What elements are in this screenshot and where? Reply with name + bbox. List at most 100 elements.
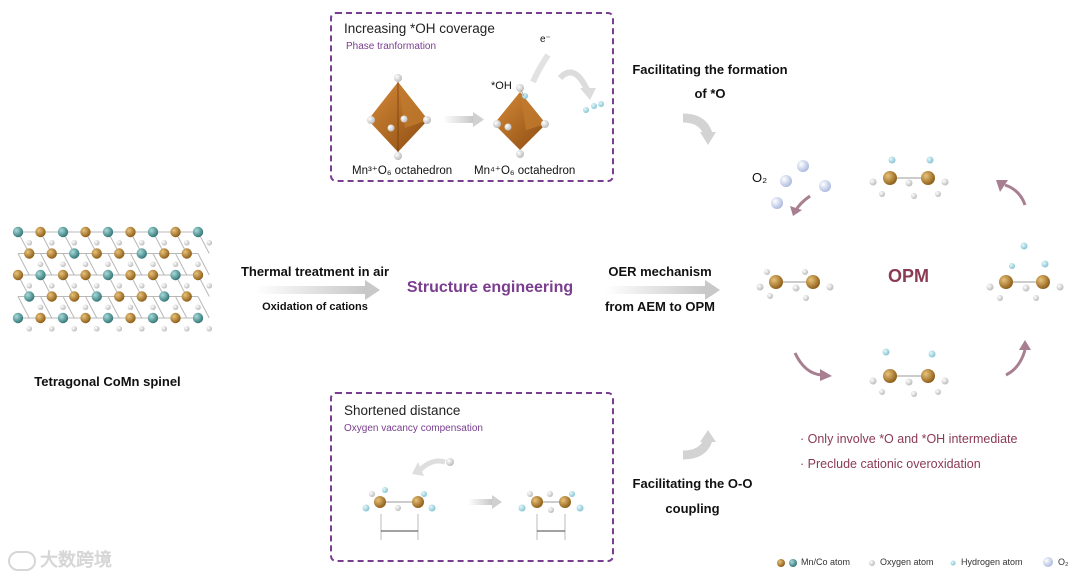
oxygen-atom xyxy=(60,304,66,311)
opm-label: OPM xyxy=(888,266,930,286)
oxygen-atom xyxy=(93,325,100,332)
mn-atom xyxy=(192,269,204,281)
co-atom xyxy=(159,291,170,302)
mn-atom xyxy=(114,248,125,259)
mn-atom xyxy=(46,248,57,259)
oer-mechanism-line2: from AEM to OPM xyxy=(604,299,715,314)
co-atom xyxy=(192,226,204,238)
bottom-box-subtitle: Oxygen vacancy compensation xyxy=(344,423,483,434)
top-box-title: Increasing *OH coverage xyxy=(344,21,495,36)
oer-mechanism-line1: OER mechanism xyxy=(608,264,712,279)
mn-atom xyxy=(35,226,46,238)
phase-arrow xyxy=(443,112,484,127)
electron-curl-arrow xyxy=(557,69,591,94)
oxygen-atom xyxy=(161,325,168,332)
oxygen-atom xyxy=(150,304,156,311)
mn-atom xyxy=(35,312,46,324)
up-curved-arrow xyxy=(682,438,713,460)
oxygen-atom xyxy=(26,239,33,246)
oxygen-atom xyxy=(116,282,123,289)
oxygen-atom xyxy=(127,261,134,268)
oxygen-atom xyxy=(195,261,201,268)
mn-atom xyxy=(147,269,159,281)
mn-atom xyxy=(46,291,57,302)
mn-atom xyxy=(125,226,136,238)
mn-atom xyxy=(125,269,136,281)
bottom-box-title: Shortened distance xyxy=(344,403,461,418)
bottom-facilitating-line2: coupling xyxy=(665,501,720,516)
co-atom xyxy=(12,312,24,324)
bottom-dashed-box xyxy=(330,392,614,562)
oxygen-atom xyxy=(26,325,33,332)
oxygen-atom xyxy=(183,282,190,289)
bullet-1: · Only involve *O and *OH intermediate xyxy=(800,432,1018,446)
co-atom xyxy=(12,226,24,238)
co-atom xyxy=(102,226,114,238)
oxygen-atom xyxy=(172,261,179,268)
oxygen-atom xyxy=(82,261,89,268)
thermal-treatment-title: Thermal treatment in air xyxy=(240,264,390,279)
oxygen-atom xyxy=(150,261,156,268)
cycle-molecule-top xyxy=(869,156,949,199)
oxygen-atom xyxy=(71,282,78,289)
legend-hydrogen: Hydrogen atom xyxy=(961,557,1023,567)
bullet-2: · Preclude cationic overoxidation xyxy=(800,457,981,471)
mn-atom xyxy=(181,291,192,302)
mn-atom xyxy=(69,291,80,302)
oxygen-atom xyxy=(206,239,213,246)
oer-arrow xyxy=(605,280,720,300)
mn3-caption: Mn³⁺O₆ octahedron xyxy=(352,165,453,177)
oxygen-atom xyxy=(195,304,201,311)
co-atom xyxy=(147,226,159,238)
cycle-arrows xyxy=(793,183,1027,377)
legend-oxygen: Oxygen atom xyxy=(880,557,934,567)
co-atom xyxy=(35,269,46,281)
oxygen-atom xyxy=(48,282,55,289)
oxygen-atom xyxy=(26,282,33,289)
spinel-caption: Tetragonal CoMn spinel xyxy=(34,374,181,389)
mn-atom xyxy=(170,226,181,238)
oxygen-atom xyxy=(161,239,168,246)
co-atom xyxy=(57,312,69,324)
oxygen-atom xyxy=(116,325,123,332)
oxygen-atom xyxy=(161,282,168,289)
short-distance-molecule xyxy=(518,491,584,540)
oxygen-atom xyxy=(93,239,100,246)
cycle-arrowheads xyxy=(790,180,1031,381)
mn-atom xyxy=(91,248,102,259)
oxygen-atom xyxy=(127,304,134,311)
mn-atom xyxy=(80,312,91,324)
co-atom xyxy=(102,312,114,324)
oxygen-atom xyxy=(138,325,145,332)
mn-atom xyxy=(80,226,91,238)
bottom-facilitating-line1: Facilitating the O-O xyxy=(632,476,753,491)
legend-metal: Mn/Co atom xyxy=(801,557,851,567)
oxygen-atom xyxy=(105,304,111,311)
o2-bubbles xyxy=(771,160,831,209)
mn4-caption: Mn⁴⁺O₆ octahedron xyxy=(474,165,576,177)
co-atom xyxy=(69,248,80,259)
mn-atom xyxy=(57,269,69,281)
top-facilitating-line1: Facilitating the formation xyxy=(632,62,788,77)
top-box-subtitle: Phase tranformation xyxy=(346,41,437,52)
watermark: 大数跨境 xyxy=(8,546,112,572)
oxygen-atom xyxy=(71,239,78,246)
oxygen-atom xyxy=(48,325,55,332)
mn-atom xyxy=(80,269,91,281)
co-atom xyxy=(24,291,35,302)
mn-atom xyxy=(181,248,192,259)
structure-engineering-label: Structure engineering xyxy=(406,279,574,296)
oxygen-atom xyxy=(183,239,190,246)
oxygen-atom xyxy=(138,239,145,246)
thermal-arrow xyxy=(255,280,380,300)
mn4-octahedron xyxy=(493,84,549,158)
oxygen-atom xyxy=(206,325,213,332)
o2-label: O₂ xyxy=(752,170,768,185)
legend-o2: O₂ xyxy=(1058,557,1069,567)
oxygen-atom xyxy=(206,282,213,289)
oxygen-atom xyxy=(82,304,89,311)
oxygen-atom xyxy=(93,282,100,289)
co-atom xyxy=(136,248,147,259)
co-atom xyxy=(57,226,69,238)
